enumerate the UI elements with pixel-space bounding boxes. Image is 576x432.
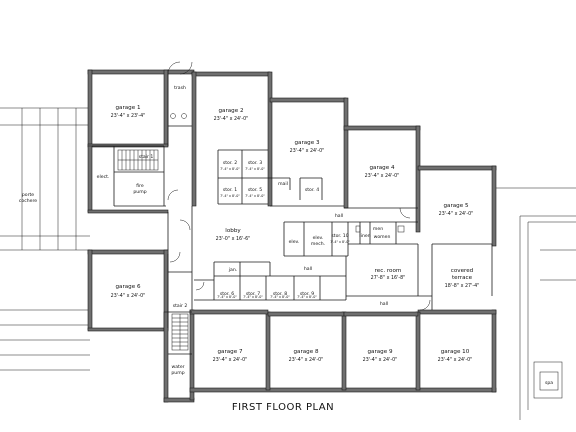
trash-label: trash: [174, 85, 186, 91]
garage-5-dims: 23'-4" x 24'-0": [439, 211, 474, 217]
stor-10-label: stor. 10: [331, 233, 348, 239]
spa-label: spa: [545, 381, 553, 386]
stair-2-treads: [171, 313, 189, 351]
stor-2-label: stor. 2: [223, 160, 237, 166]
rec-room-dims: 27'-8" x 16'-8": [371, 275, 406, 281]
garage-10-dims: 23'-4" x 24'-0": [438, 357, 473, 363]
stor-3-dims: 7'-4" x 8'-0": [245, 167, 265, 171]
garage-3-label: garage 3: [294, 140, 319, 146]
stor-1-label: stor. 1: [223, 187, 237, 193]
stor-9-label: stor. 9: [300, 291, 314, 297]
spa-outline: [533, 361, 563, 399]
garage-9-label: garage 9: [367, 349, 392, 355]
garage-4-label: garage 4: [369, 165, 394, 171]
lobby-dims: 23'-0" x 16'-6": [216, 236, 251, 242]
water-pump-label-2: pump: [171, 371, 184, 376]
site-lines: [0, 107, 576, 420]
stor-7-label: stor. 7: [246, 291, 260, 297]
covered-terrace-label-2: terrace: [452, 275, 473, 281]
elev-label: elev.: [289, 239, 300, 245]
fire-pump-label-2: pump: [133, 190, 146, 195]
stor-2-dims: 7'-4" x 8'-0": [220, 167, 240, 171]
covered-terrace-dims: 18'-8" x 27'-4": [445, 283, 480, 289]
mail-label: mail: [278, 181, 288, 187]
covered-terrace-label-1: covered: [451, 268, 474, 274]
garage-7-dims: 23'-4" x 24'-0": [213, 357, 248, 363]
stor-5-dims: 7'-4" x 8'-0": [245, 194, 265, 198]
linen-label: linen: [359, 233, 370, 239]
garage-8-label: garage 8: [293, 349, 318, 355]
stor-6-label: stor. 6: [220, 291, 234, 297]
interior-walls: [92, 74, 493, 355]
elev-mech-label-1: elev.: [313, 235, 324, 241]
garage-8-dims: 23'-4" x 24'-0": [289, 357, 324, 363]
stor-8-label: stor. 8: [273, 291, 287, 297]
stor-6-dims: 7'-4" x 8'-0": [217, 295, 237, 299]
jan-label: jan.: [228, 267, 237, 273]
stair-2-label: stair 2: [173, 303, 188, 309]
garage-9-dims: 23'-4" x 24'-0": [363, 357, 398, 363]
garage-6-label: garage 6: [115, 284, 140, 290]
hall-1-label: hall: [335, 213, 343, 219]
porte-cochere-label-2: cochere: [19, 198, 37, 204]
garage-3-dims: 23'-4" x 24'-0": [290, 148, 325, 154]
elect-label: elect.: [97, 174, 110, 180]
stor-4-label: stor. 4: [305, 187, 319, 193]
women-label: women: [374, 235, 391, 240]
garage-7-label: garage 7: [217, 349, 242, 355]
garage-10-label: garage 10: [441, 349, 470, 355]
stor-10-dims: 7'-4" x 8'-0": [330, 240, 350, 244]
garage-2-dims: 23'-4" x 24'-0": [214, 116, 249, 122]
garage-1-dims: 23'-4" x 23'-4": [111, 113, 146, 119]
garage-2-label: garage 2: [218, 108, 243, 114]
rec-room-label: rec. room: [375, 268, 402, 274]
stor-8-dims: 7'-4" x 8'-0": [270, 295, 290, 299]
hall-3-label: hall: [380, 301, 388, 307]
garage-5-label: garage 5: [443, 203, 468, 209]
hall-2-label: hall: [304, 266, 312, 272]
stor-1-dims: 7'-4" x 8'-0": [220, 194, 240, 198]
door-swings: [167, 61, 431, 311]
stair-1-treads: [117, 149, 159, 171]
porte-cochere-label-1: porte: [22, 192, 34, 198]
stor-3-label: stor. 3: [248, 160, 262, 166]
stair-1-label: stair 1: [139, 154, 154, 160]
stor-7-dims: 7'-4" x 8'-0": [243, 295, 263, 299]
garage-6-dims: 23'-4" x 24'-0": [111, 293, 146, 299]
lobby-label: lobby: [225, 228, 241, 234]
exterior-walls: [87, 69, 497, 403]
room-labels: garage 1 23'-4" x 23'-4" trash garage 2 …: [19, 85, 553, 386]
stor-9-dims: 7'-4" x 8'-0": [297, 295, 317, 299]
garage-1-label: garage 1: [115, 105, 140, 111]
water-pump-label-1: water: [171, 364, 184, 370]
men-label: men: [373, 227, 383, 232]
garage-4-dims: 23'-4" x 24'-0": [365, 173, 400, 179]
stor-5-label: stor. 5: [248, 187, 262, 193]
plan-title: FIRST FLOOR PLAN: [232, 402, 334, 413]
fire-pump-label-1: fire: [136, 183, 144, 189]
elev-mech-label-2: mech.: [311, 241, 325, 247]
